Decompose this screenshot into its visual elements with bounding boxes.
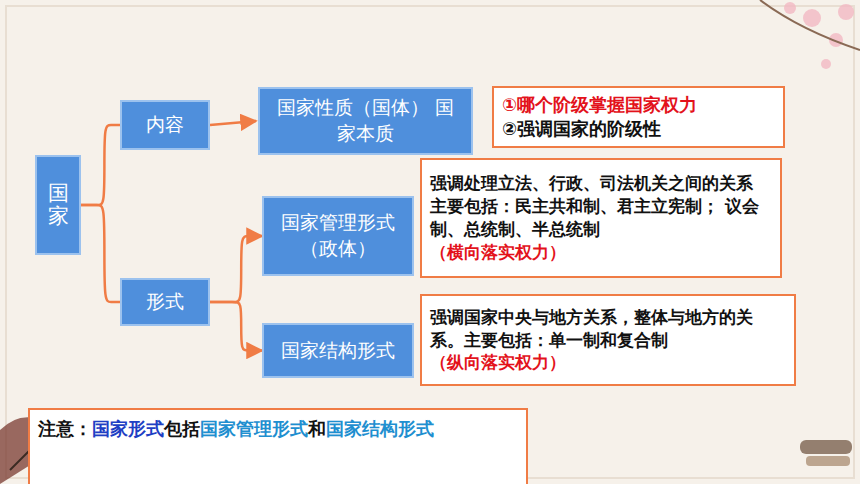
- connector: [81, 205, 120, 302]
- box-label: 国家: [48, 182, 69, 228]
- note-box: ①哪个阶级掌握国家权力②强调国家的阶级性: [492, 86, 785, 148]
- note-text: 强调处理立法、行政、司法机关之间的关系 主要包括：民主共和制、君主立宪制； 议会…: [430, 172, 772, 241]
- concept-box: 国家结构形式: [262, 323, 414, 378]
- note-text: ②强调国家的阶级性: [502, 117, 775, 141]
- root-box: 国家: [35, 155, 81, 255]
- note-text: （纵向落实权力）: [430, 351, 786, 374]
- note-box: 强调国家中央与地方关系，整体与地方的关系。主要包括：单一制和复合制（纵向落实权力…: [420, 294, 796, 386]
- scroll: [800, 440, 852, 466]
- category-box: 形式: [120, 278, 210, 326]
- note-text: 注意：: [38, 418, 92, 439]
- box-label: 国家性质（国体） 国家本质: [268, 95, 463, 147]
- note-text: 强调国家中央与地方关系，整体与地方的关系。主要包括：单一制和复合制: [430, 306, 786, 352]
- box-label: 国家结构形式: [281, 338, 395, 364]
- connector: [210, 121, 256, 125]
- box-label: 国家管理形式 （政体）: [272, 210, 404, 262]
- concept-box: 国家性质（国体） 国家本质: [258, 87, 473, 155]
- note-text: 包括: [164, 418, 200, 439]
- blossom: [784, 2, 854, 69]
- category-box: 内容: [120, 100, 210, 150]
- note-text: 国家管理形式: [200, 418, 308, 439]
- box-label: 形式: [146, 289, 184, 315]
- concept-box: 国家管理形式 （政体）: [262, 196, 414, 276]
- note-text: 国家形式: [92, 418, 164, 439]
- connector: [210, 302, 262, 351]
- connector: [81, 125, 120, 205]
- box-label: 内容: [146, 112, 184, 138]
- note-text: （横向落实权力）: [430, 241, 772, 264]
- note-text: 国家结构形式: [326, 418, 434, 439]
- note-text: ①哪个阶级掌握国家权力: [502, 93, 775, 117]
- branch: [760, 0, 860, 50]
- remark-box: 注意：国家形式包括国家管理形式和国家结构形式: [28, 408, 528, 484]
- note-text: 和: [308, 418, 326, 439]
- note-box: 强调处理立法、行政、司法机关之间的关系 主要包括：民主共和制、君主立宪制； 议会…: [420, 158, 782, 278]
- connector: [210, 236, 262, 302]
